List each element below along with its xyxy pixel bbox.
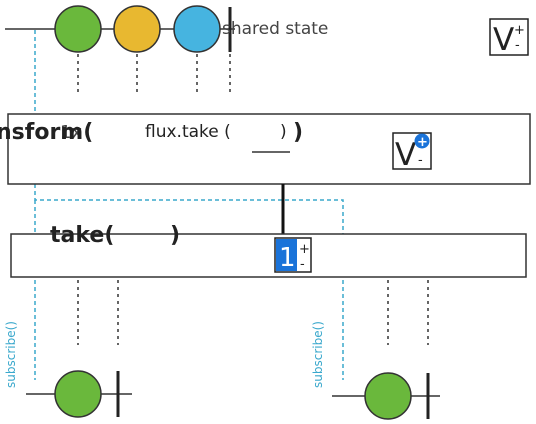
bottom-drop-lines [77,280,429,345]
green-marble[interactable] [364,372,412,420]
transform-code-suffix: ) [280,122,287,142]
transform-operator-box: nsform( 1x flux.take ( ) ) V + - [0,113,531,185]
transform-variant-button[interactable]: V + - [392,132,432,173]
counter-value-bg [276,239,297,271]
counter-plus-icon[interactable]: + [299,242,310,257]
take-counter[interactable]: 1 + - [274,237,312,273]
top-variant-button[interactable]: V + - [489,18,529,58]
subscribe-label-right: subscribe() [311,321,325,388]
transform-close-paren: ) [293,120,303,145]
take-close-paren: ) [170,223,180,248]
green-marble[interactable] [54,5,102,53]
transform-code-prefix: flux.take ( [145,122,231,142]
variant-minus-icon[interactable]: - [418,153,423,168]
blue-marble[interactable] [173,5,221,53]
connector-mid [34,184,344,234]
variant-letter: V [493,22,514,58]
transform-overlay-text: 1x [60,122,82,143]
variant-plus-icon[interactable]: + [514,23,525,38]
counter-value[interactable]: 1 [279,243,296,273]
variant-plus-icon[interactable]: + [417,135,428,150]
top-drop-lines [77,54,231,96]
variant-minus-icon[interactable]: - [515,38,520,53]
variant-letter: V [395,137,416,173]
take-operator-box: take( ) 1 + - [10,223,527,278]
transform-title: nsform( [0,120,93,145]
top-timeline: xt shared state [5,5,328,53]
take-title: take( [50,223,114,248]
subscriber-timeline-left [26,370,132,418]
green-marble[interactable] [54,370,102,418]
subscriber-timeline-right [332,372,440,420]
subscribe-label-left: subscribe() [4,321,18,388]
counter-minus-icon[interactable]: - [300,257,305,272]
yellow-marble[interactable] [113,5,161,53]
cyan-connectors [34,30,344,380]
variant-plus-badge[interactable] [414,133,430,149]
shared-state-label: shared state [222,19,328,39]
